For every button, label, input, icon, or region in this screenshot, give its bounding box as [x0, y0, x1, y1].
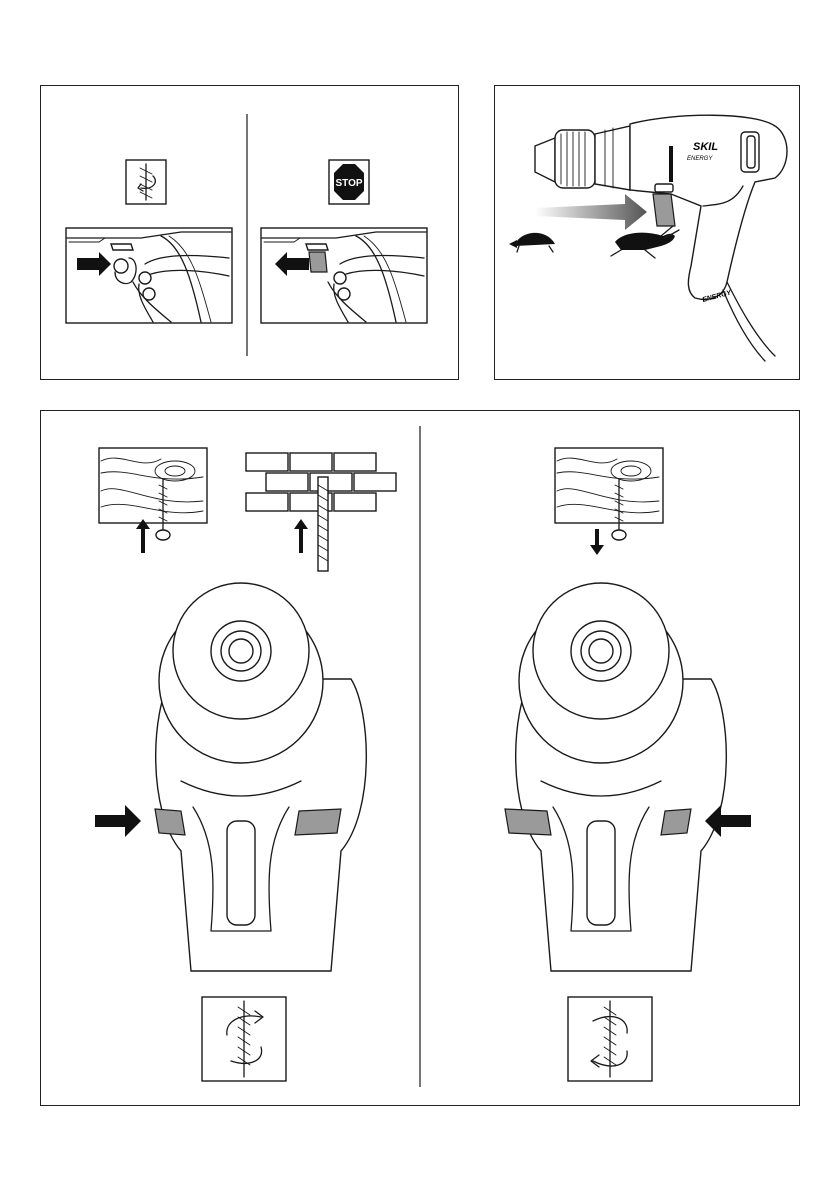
- switch-operation-panel: STOP: [40, 85, 459, 380]
- arrow-icon: [590, 529, 604, 555]
- counterclockwise-icon: [568, 997, 652, 1081]
- clockwise-icon: [202, 997, 286, 1081]
- rotation-icon: [126, 160, 166, 204]
- direction-switch-pressed: [155, 809, 185, 835]
- stop-sign-icon: STOP: [329, 160, 369, 204]
- arrow-icon: [136, 519, 150, 553]
- drill-rear-view-reverse: [505, 583, 751, 971]
- hare-icon: [611, 226, 679, 258]
- turtle-icon: [509, 233, 555, 252]
- speed-trigger: [653, 194, 675, 226]
- switch-off-illustration: [261, 228, 427, 323]
- drill-rear-view-forward: [95, 583, 366, 971]
- direction-switch-pressed: [661, 809, 691, 835]
- arrow-icon: [294, 519, 308, 553]
- energy-badge: ENERGY: [687, 156, 713, 162]
- direction-switch-released: [295, 809, 341, 835]
- switch-on-illustration: [66, 228, 232, 323]
- direction-switch-panel: [40, 410, 800, 1106]
- wood-screw-out-illustration: [555, 448, 663, 555]
- skil-logo: SKIL: [693, 141, 718, 153]
- arrow-icon: [95, 805, 141, 837]
- variable-speed-panel: SKIL ENERGY ENERGY: [494, 85, 800, 380]
- speed-arrow: [535, 194, 647, 230]
- stop-sign-label: STOP: [335, 178, 362, 189]
- wood-screw-in-illustration: [99, 448, 207, 553]
- direction-switch-released: [505, 809, 551, 835]
- masonry-drilling-illustration: [246, 453, 396, 571]
